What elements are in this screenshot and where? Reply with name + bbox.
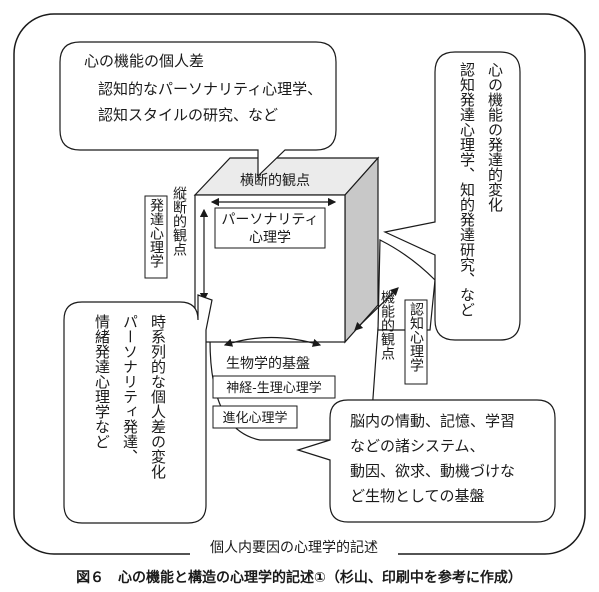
bio-box-1-frame	[212, 375, 336, 399]
front-label-line-2: 心理学	[249, 230, 291, 246]
vertical-box-label: 発達心理学	[148, 198, 164, 268]
vertical-axis-label: 縦断的観点	[171, 186, 187, 256]
front-label-box	[214, 207, 326, 249]
depth-box-label: 認知心理学	[408, 302, 424, 372]
vertical-box-frame	[144, 195, 168, 279]
bubble-top-left-title: 心の機能の個人差	[84, 52, 204, 70]
front-label-line-1: パーソナリティ	[221, 212, 318, 228]
bubble-top-right-column-1: 心の機能の発達的変化	[486, 62, 504, 212]
outer-frame-label-bg	[190, 536, 398, 556]
bubble-top-right	[383, 51, 521, 341]
biology-arrow	[223, 336, 322, 347]
bubble-top-left-line-1: 認知的なパーソナリティ心理学、	[98, 80, 322, 98]
bubble-bottom-right-line-1: 脳内の情動、記憶、学習	[350, 412, 515, 430]
outer-frame-label: 個人内要因の心理学的記述	[210, 539, 378, 556]
bubble-bottom-left	[63, 294, 213, 524]
bubble-bottom-right-line-4: ど生物としての基盤	[350, 487, 485, 505]
bubble-bottom-left-column-3: 情緒発達心理学など	[93, 314, 111, 449]
bubble-bottom-left-column-2: パーソナリティ発達、	[121, 314, 139, 464]
bubble-bottom-left-column-1: 時系列的な個人差の変化	[149, 314, 167, 479]
bubble-bottom-right	[295, 399, 556, 523]
bubble-top-right-column-2: 認知発達心理学、知的発達研究、など	[458, 62, 476, 317]
bio-box-2-frame	[212, 405, 298, 429]
bio-box-2-label: 進化心理学	[222, 410, 287, 426]
depth-axis-label: 機能的観点	[379, 290, 395, 360]
bubble-top-left	[59, 41, 337, 178]
figure-caption: 図６ 心の機能と構造の心理学的記述①（杉山、印刷中を参考に作成）	[76, 569, 522, 586]
biology-base-label: 生物学的基盤	[226, 355, 310, 372]
depth-axis-arrow	[354, 287, 399, 331]
horizontal-axis-label: 横断的観点	[240, 172, 310, 189]
bio-box-1-label: 神経-生理心理学	[226, 380, 321, 396]
bubble-top-left-line-2: 認知スタイルの研究、など	[98, 106, 278, 124]
depth-box-frame	[404, 299, 428, 385]
bubble-bottom-right-line-3: 動因、欲求、動機づけな	[350, 462, 515, 480]
bubble-bottom-right-line-2: などの諸システム、	[350, 437, 485, 455]
